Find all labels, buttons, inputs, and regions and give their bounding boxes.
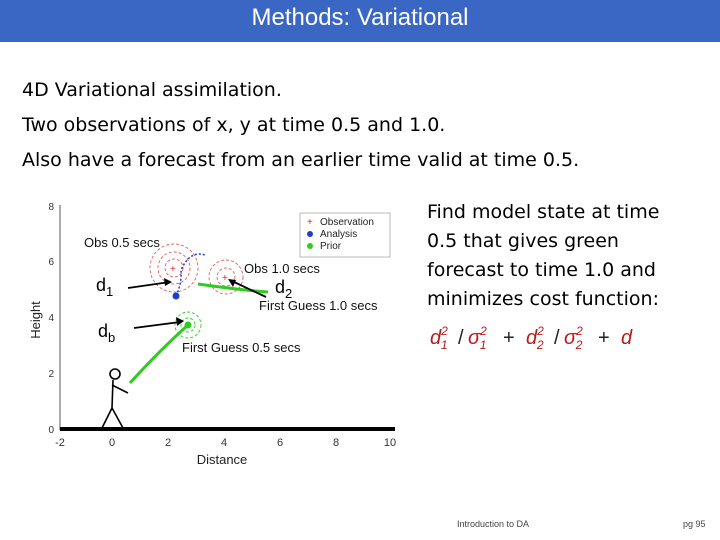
legend-marker-analysis xyxy=(307,231,313,237)
prior-outer-circle xyxy=(174,311,202,339)
stick-figure xyxy=(101,368,129,429)
side-line-4: minimizes cost function: xyxy=(427,288,659,310)
legend: + Observation Analysis Prior xyxy=(299,212,391,258)
stick-figure-head xyxy=(109,368,121,380)
stick-figure-arm xyxy=(111,384,129,394)
label-obs-05: Obs 0.5 secs xyxy=(84,235,160,250)
x-tick-neg2: -2 xyxy=(55,437,65,449)
arrowhead-d1 xyxy=(164,278,172,286)
body-line-3: Also have a forecast from an earlier tim… xyxy=(22,149,580,171)
obs-10-outer-circle xyxy=(208,259,244,295)
side-line-1: Find model state at time xyxy=(427,201,660,223)
title-bar xyxy=(0,0,720,42)
arrow-d2 xyxy=(231,280,267,298)
y-tick-4: 4 xyxy=(48,313,54,324)
x-tick-8: 8 xyxy=(333,437,339,449)
obs-05-inner-circle xyxy=(164,258,184,278)
stick-figure-right-leg xyxy=(111,407,124,429)
first-guess-trajectory-early xyxy=(128,323,189,385)
legend-label-observation: Observation xyxy=(320,217,374,228)
arrow-db xyxy=(133,321,181,329)
label-obs-10: Obs 1.0 secs xyxy=(244,261,320,276)
stick-figure-left-leg xyxy=(101,407,113,429)
x-tick-labels: -2 0 2 4 6 8 10 xyxy=(55,437,396,449)
formula-slash-1: / xyxy=(458,327,464,349)
formula-slash-2: / xyxy=(554,327,560,349)
x-tick-0: 0 xyxy=(109,437,115,449)
y-tick-0: 0 xyxy=(48,425,54,436)
x-tick-2: 2 xyxy=(165,437,171,449)
arrow-d1 xyxy=(127,281,171,289)
x-tick-10: 10 xyxy=(384,437,396,449)
y-tick-8: 8 xyxy=(48,202,54,213)
obs-05-outer-circle xyxy=(149,243,199,293)
y-axis-label: Height xyxy=(28,301,43,339)
legend-label-analysis: Analysis xyxy=(320,229,357,240)
x-tick-4: 4 xyxy=(221,437,227,449)
formula-term-3: d xyxy=(621,327,633,349)
side-line-3: forecast to time 1.0 and xyxy=(427,259,656,281)
analysis-point xyxy=(172,292,180,300)
analysis-trajectory xyxy=(175,253,206,297)
y-tick-2: 2 xyxy=(48,369,54,380)
trajectory-figure: 0 2 4 6 8 -2 0 2 4 6 8 10 Distance Heigh… xyxy=(28,202,396,467)
first-guess-trajectory-late xyxy=(197,282,269,294)
prior-uncertainty-circles xyxy=(174,311,202,339)
obs-10-inner-circle xyxy=(216,267,236,287)
y-tick-6: 6 xyxy=(48,257,54,268)
x-tick-6: 6 xyxy=(277,437,283,449)
side-text: Find model state at time 0.5 that gives … xyxy=(427,198,697,314)
formula-plus-1: + xyxy=(503,327,515,349)
prior-inner-circle xyxy=(180,317,196,333)
observation-point-05: + xyxy=(170,264,176,275)
prior-point xyxy=(184,321,192,329)
label-d2: d2 xyxy=(275,277,292,301)
label-db: db xyxy=(98,321,115,345)
arrowhead-d2 xyxy=(228,279,236,287)
body-line-1: 4D Variational assimilation. xyxy=(22,79,282,101)
footer-left: Introduction to DA xyxy=(457,519,530,529)
legend-label-prior: Prior xyxy=(320,241,342,252)
stick-figure-body xyxy=(111,379,114,409)
formula-plus-2: + xyxy=(598,327,610,349)
arrowhead-db xyxy=(176,317,184,326)
legend-box xyxy=(299,212,391,258)
legend-marker-observation: + xyxy=(307,217,313,228)
x-axis-label: Distance xyxy=(197,452,248,467)
label-d1: d1 xyxy=(96,275,113,299)
label-first-guess-05: First Guess 0.5 secs xyxy=(182,340,301,355)
footer-right: pg 95 xyxy=(683,519,706,529)
observation-uncertainty-circles xyxy=(149,243,244,295)
body-line-2: Two observations of x, y at time 0.5 and… xyxy=(22,114,446,136)
obs-05-middle-circle xyxy=(157,251,191,285)
observation-point-10: + xyxy=(222,273,228,284)
y-tick-labels: 0 2 4 6 8 xyxy=(48,202,54,436)
label-first-guess-10: First Guess 1.0 secs xyxy=(259,298,378,313)
legend-marker-prior xyxy=(307,243,313,249)
slide-title: Methods: Variational xyxy=(251,4,469,31)
side-line-2: 0.5 that gives green xyxy=(427,230,619,252)
